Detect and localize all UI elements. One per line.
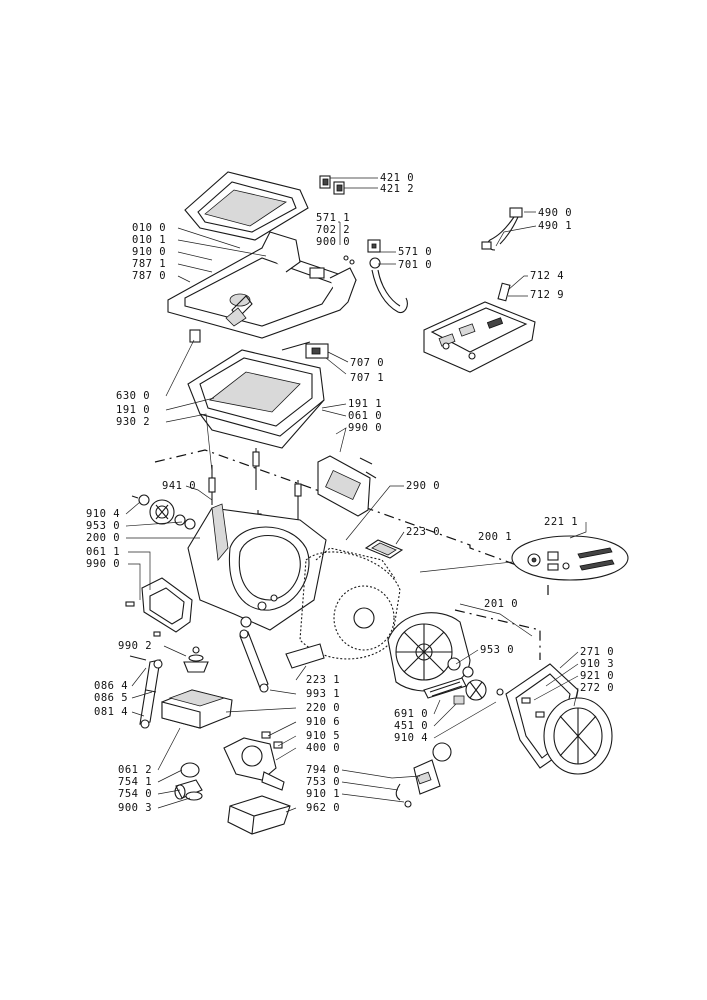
label-754-1: 754 1 — [118, 776, 153, 788]
label-910-6: 910 6 — [306, 716, 341, 728]
label-712-9: 712 9 — [530, 289, 565, 301]
label-290-0: 290 0 — [406, 480, 441, 492]
label-900-0: 900 0 — [316, 236, 351, 248]
counterweight-part-061 — [125, 577, 193, 637]
hose-parts-part-754 — [174, 762, 203, 801]
assembly-boundary-line — [154, 449, 549, 660]
label-910-5: 910 5 — [306, 730, 341, 742]
label-962-0: 962 0 — [306, 802, 341, 814]
fixings-part-990 — [183, 646, 209, 673]
rear-tub-part-201 — [387, 612, 471, 692]
label-754-0: 754 0 — [118, 788, 153, 800]
label-794-0: 794 0 — [306, 764, 341, 776]
accessory-kit-part-221 — [511, 535, 629, 581]
drain-pump-part-400 — [223, 731, 285, 791]
label-061-1: 061 1 — [86, 546, 121, 558]
label-086-4: 086 4 — [94, 680, 129, 692]
wiring-harness-part-490 — [481, 207, 523, 251]
tub-cover-part-191 — [187, 349, 325, 449]
label-490-1: 490 1 — [538, 220, 573, 232]
label-993-1: 993 1 — [306, 688, 341, 700]
label-272-0: 272 0 — [580, 682, 615, 694]
control-panel-part-712 — [423, 282, 536, 373]
label-941-0: 941 0 — [162, 480, 197, 492]
label-571-0: 571 0 — [398, 246, 433, 258]
label-910-1: 910 1 — [306, 788, 341, 800]
label-787-0: 787 0 — [132, 270, 167, 282]
label-191-0: 191 0 — [116, 404, 151, 416]
label-630-0: 630 0 — [116, 390, 151, 402]
label-702-2: 702 2 — [316, 224, 351, 236]
outer-tub-part-200 — [187, 503, 327, 631]
label-200-1: 200 1 — [478, 531, 513, 543]
label-701-0: 701 0 — [398, 259, 433, 271]
label-990-0: 990 0 — [348, 422, 383, 434]
bracket-part-421 — [319, 175, 345, 195]
label-910-3: 910 3 — [580, 658, 615, 670]
label-200-0: 200 0 — [86, 532, 121, 544]
label-191-1: 191 1 — [348, 398, 383, 410]
label-990-0-b: 990 0 — [86, 558, 121, 570]
bearing-assembly-part-941 — [131, 494, 196, 530]
label-707-0: 707 0 — [350, 357, 385, 369]
label-400-0: 400 0 — [306, 742, 341, 754]
label-061-2: 061 2 — [118, 764, 153, 776]
label-223-0: 223 0 — [406, 526, 441, 538]
bracket-part-630 — [189, 329, 201, 343]
label-081-4: 081 4 — [94, 706, 129, 718]
label-753-0: 753 0 — [306, 776, 341, 788]
label-010-0: 010 0 — [132, 222, 167, 234]
mounting-plate-part-061 — [317, 455, 377, 517]
seal-part-953 — [447, 657, 487, 701]
label-712-4: 712 4 — [530, 270, 565, 282]
label-953-0-b: 953 0 — [480, 644, 515, 656]
label-061-0: 061 0 — [348, 410, 383, 422]
label-271-0: 271 0 — [580, 646, 615, 658]
label-010-1: 010 1 — [132, 234, 167, 246]
label-930-2: 930 2 — [116, 416, 151, 428]
heater-strip-part-223 — [364, 539, 404, 559]
label-921-0: 921 0 — [580, 670, 615, 682]
label-953-0-a: 953 0 — [86, 520, 121, 532]
label-086-5: 086 5 — [94, 692, 129, 704]
ballast-box-part-220 — [161, 689, 233, 729]
label-990-2: 990 2 — [118, 640, 153, 652]
label-490-0: 490 0 — [538, 207, 573, 219]
pressure-switch-part-794 — [395, 742, 452, 808]
label-421-0: 421 0 — [380, 172, 415, 184]
inlet-valve-part-571 — [343, 239, 408, 314]
door-lock-part-707 — [281, 341, 329, 359]
label-900-3: 900 3 — [118, 802, 153, 814]
leader-lines — [125, 177, 587, 813]
bracket-part-223-1 — [285, 643, 325, 669]
drum-part-290 — [299, 547, 401, 660]
label-220-0: 220 0 — [306, 702, 341, 714]
label-451-0: 451 0 — [394, 720, 429, 732]
label-707-1: 707 1 — [350, 372, 385, 384]
label-910-0: 910 0 — [132, 246, 167, 258]
tray-part-962 — [227, 795, 291, 835]
label-910-4-b: 910 4 — [394, 732, 429, 744]
damper-part-993 — [239, 629, 269, 693]
label-691-0: 691 0 — [394, 708, 429, 720]
label-221-1: 221 1 — [544, 516, 579, 528]
label-571-1: 571 1 — [316, 212, 351, 224]
label-421-2: 421 2 — [380, 183, 415, 195]
top-lid-part-010 — [184, 171, 309, 241]
label-201-0: 201 0 — [484, 598, 519, 610]
damper-part-081 — [129, 655, 163, 729]
label-223-1: 223 1 — [306, 674, 341, 686]
worktop-frame-part-787 — [167, 231, 357, 339]
heater-part-691 — [423, 677, 467, 705]
label-787-1: 787 1 — [132, 258, 167, 270]
door-glass-part-272 — [543, 697, 613, 775]
label-910-4-a: 910 4 — [86, 508, 121, 520]
